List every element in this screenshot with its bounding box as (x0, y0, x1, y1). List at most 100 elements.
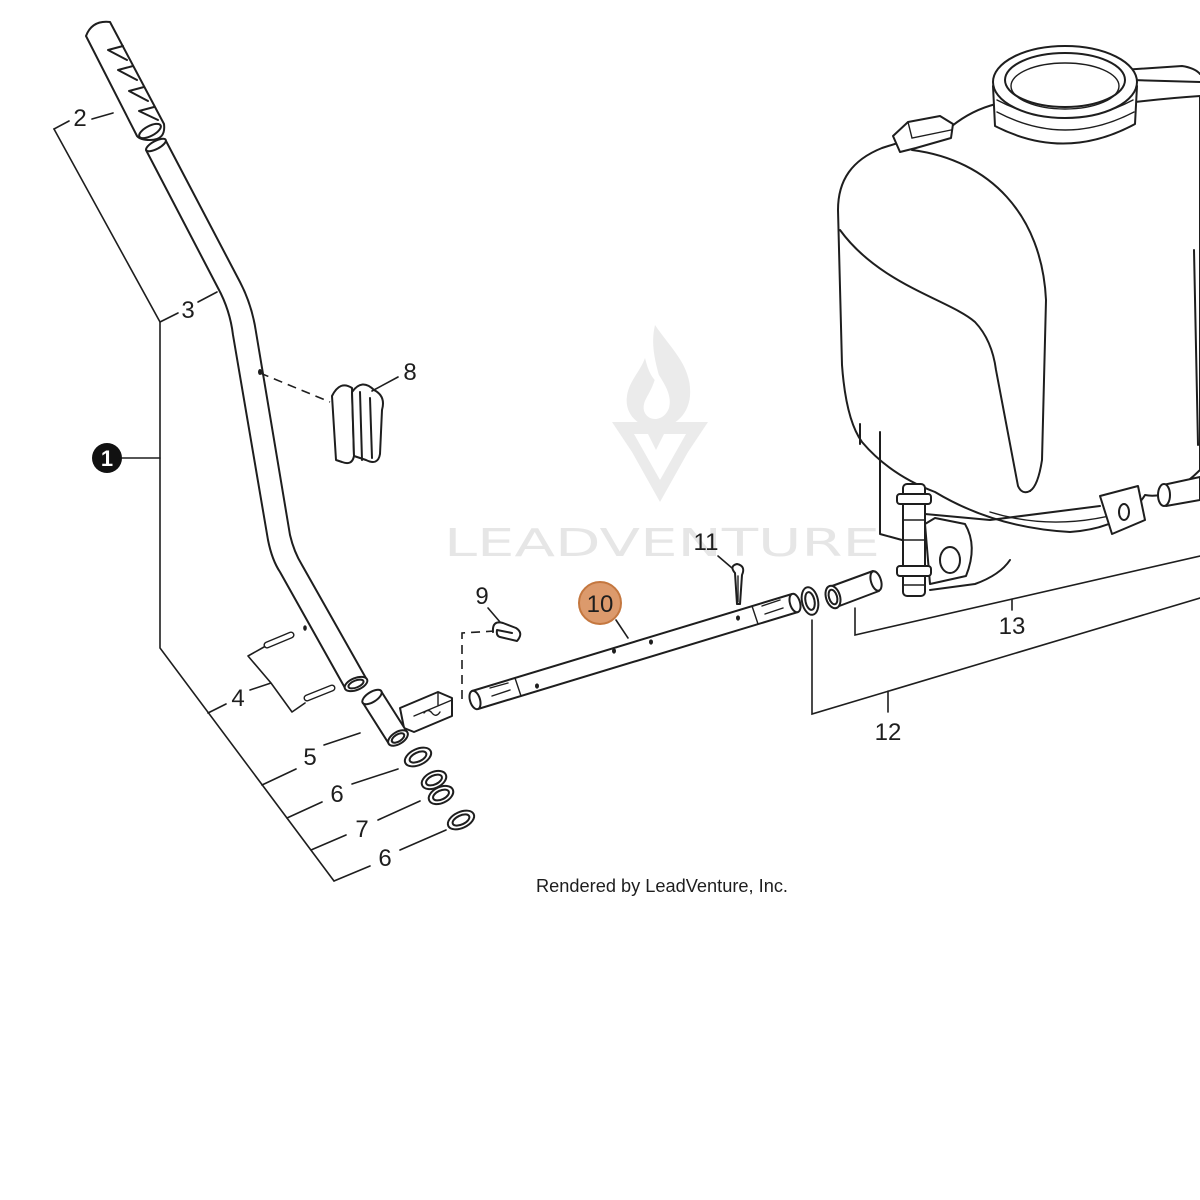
callout-11[interactable]: 11 (694, 529, 719, 556)
washer-bore (804, 591, 816, 611)
shaft-body (471, 593, 799, 710)
shaft-hole-2 (612, 648, 616, 654)
callout-13[interactable]: 13 (999, 613, 1026, 640)
coupler-fork-slot (423, 709, 441, 716)
ring-lower-6 (446, 809, 476, 831)
callout-5[interactable]: 5 (303, 744, 316, 771)
callout-6-upper[interactable]: 6 (330, 781, 343, 808)
leader-8 (371, 376, 399, 392)
shaft-right-end (788, 592, 802, 614)
ring-upper-6 (403, 746, 433, 768)
callout-6-lower[interactable]: 6 (378, 845, 391, 872)
leader-6-lower (333, 829, 447, 882)
fitting-flange-bottom (896, 565, 932, 577)
callout-1[interactable]: 1 (92, 443, 122, 473)
part-washer (800, 586, 820, 616)
bushing-right-end (869, 570, 883, 592)
pin-lower (304, 685, 335, 701)
callout-10-label[interactable]: 10 (587, 591, 614, 618)
tank-right-edge (1193, 249, 1199, 446)
coupler-fork-edge (413, 691, 453, 717)
leader-5 (261, 732, 361, 786)
clip-dashed-guide (259, 372, 331, 403)
callout-9[interactable]: 9 (475, 583, 488, 610)
shaft-hole-4 (736, 615, 740, 621)
fitting-ribs (902, 519, 926, 586)
tank-base-box (924, 517, 973, 585)
callout-7[interactable]: 7 (355, 816, 368, 843)
ring-upper-6-bore (408, 750, 428, 764)
callout-10-selected[interactable]: 10 (578, 581, 622, 625)
coupler-fork (399, 691, 453, 733)
hook-clip-dashed-guide (461, 630, 496, 700)
shaft-slot-right (761, 599, 784, 615)
bushing-bore (827, 588, 839, 606)
leader-10 (615, 619, 629, 639)
part-clip-holder (259, 372, 384, 465)
watermark-text: LEADVENTURE (444, 521, 880, 565)
part-cotter-pin (731, 563, 745, 605)
callout-8[interactable]: 8 (403, 359, 416, 386)
leader-11 (717, 555, 733, 569)
part-bushing (824, 570, 883, 610)
grip-notch-2 (117, 65, 138, 81)
tank-strap-top (1121, 65, 1200, 75)
watermark: LEADVENTURE (444, 325, 880, 565)
tank-neck-opening (1004, 52, 1126, 108)
callout-2[interactable]: 2 (73, 105, 86, 132)
callout-10-highlight[interactable] (578, 581, 622, 625)
coupler-top-end (361, 688, 383, 706)
tank-front-bulge-edge (839, 229, 1031, 494)
leader-9 (487, 607, 501, 623)
grip-notch-3 (128, 86, 149, 102)
leader-3 (159, 291, 218, 323)
watermark-flame (626, 325, 691, 428)
part-rings (403, 746, 476, 831)
bracket-12 (811, 597, 1200, 716)
ring-lower-6-bore (451, 813, 471, 827)
render-credit: Rendered by LeadVenture, Inc. (536, 876, 788, 896)
shaft-hole-1 (535, 683, 539, 689)
sprayer-tank (837, 45, 1200, 597)
tank-outlet-fitting (896, 483, 932, 597)
clip-left-tube (331, 384, 355, 465)
ring-7a-bore (425, 773, 443, 787)
tank-base-box-port (939, 546, 961, 574)
part-shaft (468, 592, 802, 711)
tank-grip-tab (892, 115, 954, 153)
outlet-pipe-end (1157, 483, 1171, 507)
washer (800, 586, 820, 616)
bracket-assembly-1 (53, 128, 335, 882)
leader-2 (53, 112, 114, 130)
callout-3[interactable]: 3 (181, 297, 194, 324)
grip-notch-4 (138, 106, 159, 121)
callouts: 1 2 3 4 5 6 7 6 8 9 10 11 12 13 (73, 105, 1025, 872)
callout-4[interactable]: 4 (231, 685, 244, 712)
callout-1-badge[interactable] (92, 443, 122, 473)
handle-tube-hole-lower (303, 625, 307, 631)
watermark-chevron-cut (634, 434, 686, 480)
callout-12[interactable]: 12 (875, 719, 902, 746)
tank-front-panel-edge (911, 149, 1047, 492)
tank-base-frame (924, 505, 1101, 591)
part-hook-clip (461, 621, 522, 700)
watermark-flame-inner (643, 372, 670, 419)
part-handle-tube (145, 137, 369, 693)
tank-grip-tab-line (907, 121, 952, 139)
tank-neck-lip (1010, 62, 1120, 110)
shaft-collar-right (751, 605, 759, 625)
shaft-collar-left (514, 677, 522, 697)
clip-right-tube (351, 383, 384, 463)
tank-side-outlet (1157, 476, 1200, 507)
tank-strap-bottom (1131, 79, 1200, 83)
hook-clip (491, 621, 522, 642)
tank-body (837, 95, 1200, 533)
shaft-slot-left (489, 682, 511, 697)
grip-notch-1 (107, 45, 128, 61)
leader-6-upper (286, 768, 399, 819)
coupler-bore (390, 732, 406, 744)
tank-neck-rim (992, 45, 1138, 119)
leader-4 (207, 646, 306, 714)
callout-1-label[interactable]: 1 (101, 446, 113, 471)
